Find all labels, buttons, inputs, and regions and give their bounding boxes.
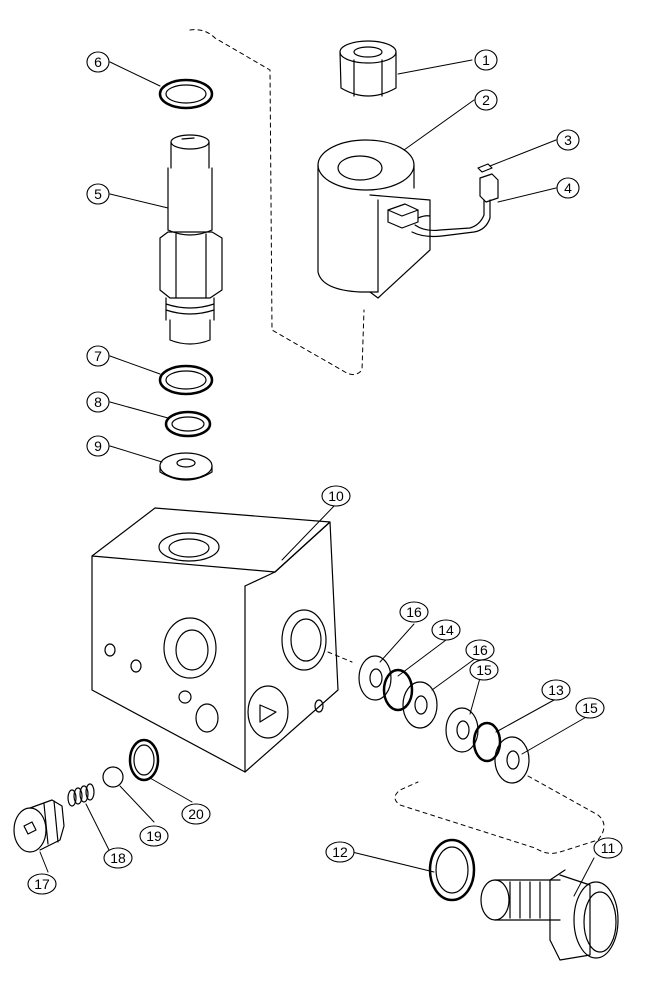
callout-bubble	[325, 841, 355, 863]
callout-16a: 16	[399, 601, 429, 623]
callout-bubble	[103, 847, 133, 869]
callout-5: 5	[86, 183, 110, 205]
callout-number: 3	[564, 132, 572, 148]
part-washer-15b	[494, 736, 530, 784]
callout-bubble	[556, 129, 580, 151]
callout-20: 20	[181, 803, 211, 825]
part-washer-16b	[402, 681, 438, 729]
callout-number: 10	[328, 488, 344, 504]
part-washer-9	[159, 452, 213, 481]
callout-3: 3	[556, 129, 580, 151]
part-valve-block	[91, 507, 339, 773]
guide-line-side	[327, 651, 353, 663]
callout-bubble	[541, 679, 571, 701]
callout-number: 13	[548, 682, 564, 698]
part-washer-16a	[358, 655, 392, 701]
part-cartridge-valve	[159, 134, 223, 345]
callout-number: 4	[564, 180, 572, 196]
callout-number: 5	[94, 186, 102, 202]
part-oring-12	[428, 838, 476, 902]
part-ball	[102, 766, 124, 788]
callout-bubble	[575, 697, 605, 719]
callout-number: 2	[482, 92, 490, 108]
part-terminal	[477, 163, 493, 173]
callout-number: 11	[601, 840, 616, 856]
callout-9: 9	[86, 435, 110, 457]
callout-1: 1	[474, 49, 498, 71]
callout-bubble	[86, 345, 110, 367]
part-seal-14	[382, 668, 414, 712]
callout-14: 14	[431, 619, 461, 641]
callout-11: 11	[593, 837, 623, 859]
callout-bubble	[593, 837, 623, 859]
callout-number: 16	[406, 604, 422, 620]
callout-bubble	[556, 177, 580, 199]
callout-bubble	[474, 89, 498, 111]
part-spring	[67, 783, 95, 807]
callout-bubble	[139, 825, 169, 847]
callout-number: 1	[482, 52, 490, 68]
callout-18: 18	[103, 847, 133, 869]
callout-7: 7	[86, 345, 110, 367]
callout-bubble	[86, 51, 110, 73]
callout-number: 18	[110, 850, 126, 866]
callout-17: 17	[27, 873, 57, 895]
callout-bubble	[399, 601, 429, 623]
callout-number: 17	[34, 876, 50, 892]
callout-number: 12	[332, 844, 348, 860]
callout-10: 10	[321, 485, 351, 507]
callout-bubble	[474, 49, 498, 71]
callout-15b: 15	[575, 697, 605, 719]
callout-bubble	[86, 391, 110, 413]
callout-number: 15	[476, 662, 492, 678]
callout-16b: 16	[465, 639, 495, 661]
part-plug	[13, 799, 65, 853]
callout-bubble	[465, 639, 495, 661]
callout-12: 12	[325, 841, 355, 863]
leader-lines	[39, 59, 595, 897]
callout-bubble	[431, 619, 461, 641]
callout-number: 20	[188, 806, 204, 822]
part-coil	[317, 139, 431, 299]
callout-bubble	[86, 435, 110, 457]
guide-line-upper	[189, 29, 365, 376]
callout-number: 9	[94, 438, 102, 454]
callout-number: 19	[146, 828, 162, 844]
part-oring-6	[158, 78, 214, 110]
callout-15a: 15	[469, 659, 499, 681]
callout-bubble	[181, 803, 211, 825]
part-connector	[411, 173, 499, 238]
part-nut	[339, 40, 397, 97]
part-oring-7	[158, 364, 214, 396]
part-oring-20	[128, 738, 160, 782]
callout-number: 16	[472, 642, 488, 658]
guide-line-lower	[394, 775, 605, 854]
callout-6: 6	[86, 51, 110, 73]
part-relief-cartridge	[480, 869, 619, 961]
callout-4: 4	[556, 177, 580, 199]
callout-number: 15	[582, 700, 598, 716]
part-seal-13	[472, 721, 502, 763]
callout-bubble	[321, 485, 351, 507]
callout-number: 6	[94, 54, 102, 70]
callout-number: 14	[438, 622, 454, 638]
callout-bubble	[27, 873, 57, 895]
callout-bubble	[86, 183, 110, 205]
callout-number: 8	[94, 394, 102, 410]
callout-8: 8	[86, 391, 110, 413]
callout-number: 7	[94, 348, 102, 364]
callout-13: 13	[541, 679, 571, 701]
part-oring-8	[164, 410, 212, 438]
callout-2: 2	[474, 89, 498, 111]
callout-19: 19	[139, 825, 169, 847]
